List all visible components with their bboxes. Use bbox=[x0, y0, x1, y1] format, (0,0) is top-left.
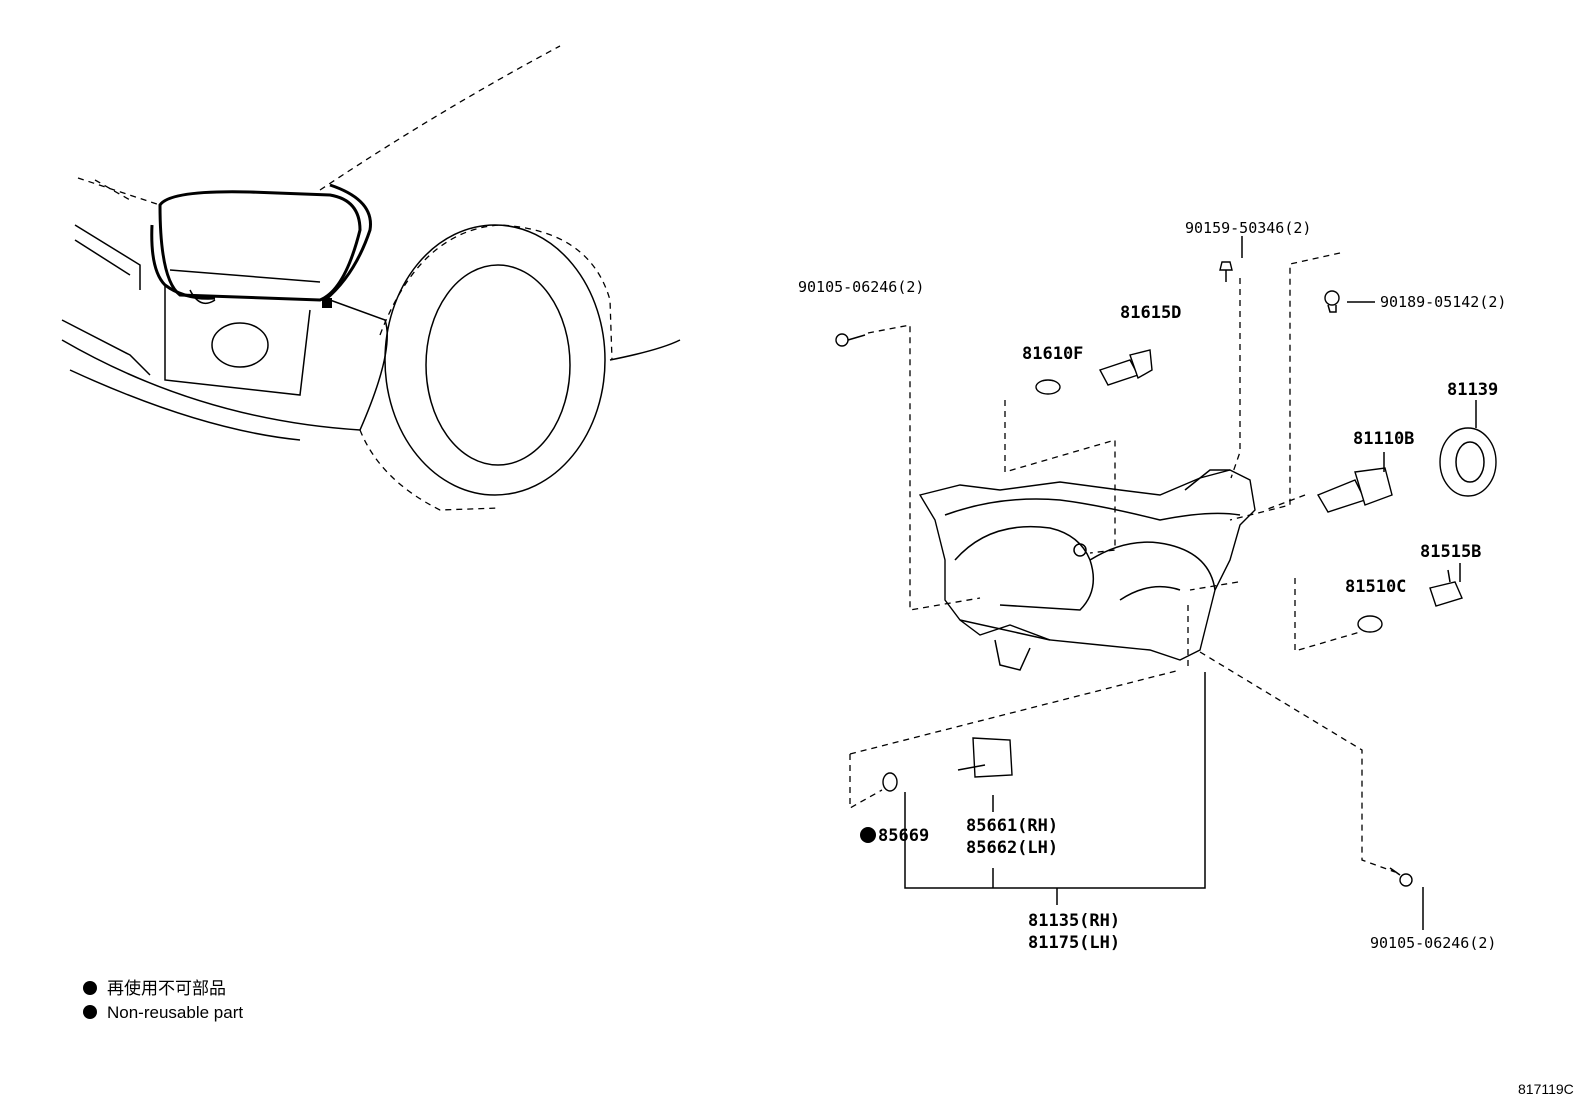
label-90105-06246-top: 90105-06246(2) bbox=[798, 278, 924, 296]
label-85669: 85669 bbox=[878, 826, 929, 846]
bulb-81610F bbox=[1035, 379, 1061, 395]
illustration-id: 817119C bbox=[1518, 1081, 1574, 1097]
label-81139: 81139 bbox=[1447, 380, 1498, 400]
legend-jp: 再使用不可部品 bbox=[107, 978, 226, 998]
legend-dot-en bbox=[83, 1005, 97, 1019]
dashed-leaders bbox=[849, 252, 1396, 873]
clip-90189 bbox=[1324, 290, 1340, 313]
bulb-81110B bbox=[1316, 467, 1393, 513]
cover-81139 bbox=[1439, 427, 1497, 497]
socket-81515B bbox=[1429, 569, 1463, 607]
headlamp-assembly bbox=[918, 469, 1256, 671]
label-90189-05142: 90189-05142(2) bbox=[1380, 293, 1506, 311]
gasket-85669 bbox=[882, 772, 898, 792]
legend-en: Non-reusable part bbox=[107, 1003, 243, 1022]
label-81515B: 81515B bbox=[1420, 542, 1481, 562]
label-81175: 81175(LH) bbox=[1028, 933, 1120, 953]
label-81110B: 81110B bbox=[1353, 429, 1414, 449]
bulb-81615D bbox=[1098, 349, 1153, 386]
label-81510C: 81510C bbox=[1345, 577, 1406, 597]
label-90105-06246-bottom: 90105-06246(2) bbox=[1370, 934, 1496, 952]
label-81610F: 81610F bbox=[1022, 344, 1083, 364]
label-81135: 81135(RH) bbox=[1028, 911, 1120, 931]
legend-dot-jp bbox=[83, 981, 97, 995]
legend: 再使用不可部品 Non-reusable part bbox=[83, 978, 243, 1022]
solid-leaders bbox=[904, 236, 1477, 930]
bulb-81510C bbox=[1357, 615, 1383, 633]
label-85662: 85662(LH) bbox=[966, 838, 1058, 858]
screw-90159 bbox=[1219, 261, 1233, 282]
vehicle-front-illustration bbox=[61, 45, 681, 511]
label-90159-50346: 90159-50346(2) bbox=[1185, 219, 1311, 237]
non-reusable-marker bbox=[860, 827, 876, 843]
screw-90105-top bbox=[835, 333, 866, 347]
label-85661: 85661(RH) bbox=[966, 816, 1058, 836]
label-81615D: 81615D bbox=[1120, 303, 1181, 323]
actuator-85661 bbox=[957, 737, 1013, 778]
